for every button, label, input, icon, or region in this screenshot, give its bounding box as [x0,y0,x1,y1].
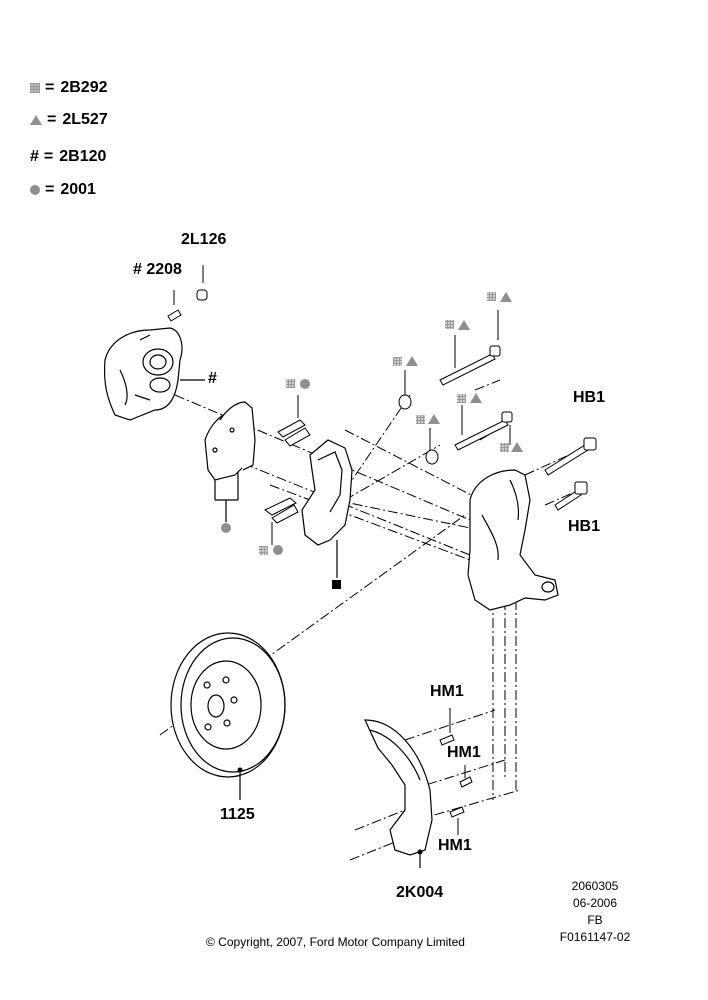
splash-shield [364,719,433,868]
legend-code: 2B292 [60,79,108,96]
part-label-hm1-c: HM1 [438,837,472,854]
part-label-2k004: 2K004 [396,884,444,901]
callout-symbols [221,292,523,855]
part-label-2l126: 2L126 [181,231,227,248]
part-label-hb1-top: HB1 [573,389,606,406]
legend-row-2001: = 2001 [30,181,96,199]
bleed-screw [167,265,208,322]
guide-pins [398,310,513,465]
legend-row-2b120: # = 2B120 [30,148,107,165]
dot-icon [30,185,40,195]
pad-clips [264,395,311,545]
footer-drawing-number: F0161147-02 [559,930,631,944]
shield-bolts [439,708,473,835]
brake-pads [204,401,256,522]
triangle-icon [30,115,42,125]
legend-code: 2001 [60,181,96,198]
footer-date: 06-2006 [572,896,618,910]
part-label-hb1-bottom: HB1 [568,518,601,535]
part-label-hm1-a: HM1 [430,683,464,700]
caliper-bracket [301,439,353,578]
legend-row-2l527: = 2L527 [30,111,108,129]
hub-bolts [544,437,597,511]
square-icon [30,83,40,93]
legend-code: 2B120 [59,148,107,165]
guide-line [174,394,471,521]
legend-row-2b292: = 2B292 [30,79,108,97]
part-label-hm1-b: HM1 [447,744,481,761]
part-label-hash: # [208,370,217,387]
hash-symbol: # [30,148,39,165]
footer-code: 2060305 [571,879,619,893]
legend-code: 2L527 [62,111,108,128]
footer-fb: FB [587,913,603,927]
steering-knuckle [467,469,559,611]
brake-disc [170,632,286,800]
caliper [103,327,205,421]
part-label-2208: # 2208 [133,261,182,278]
copyright-text: © Copyright, 2007, Ford Motor Company Li… [206,935,465,949]
part-label-1125: 1125 [220,806,255,823]
